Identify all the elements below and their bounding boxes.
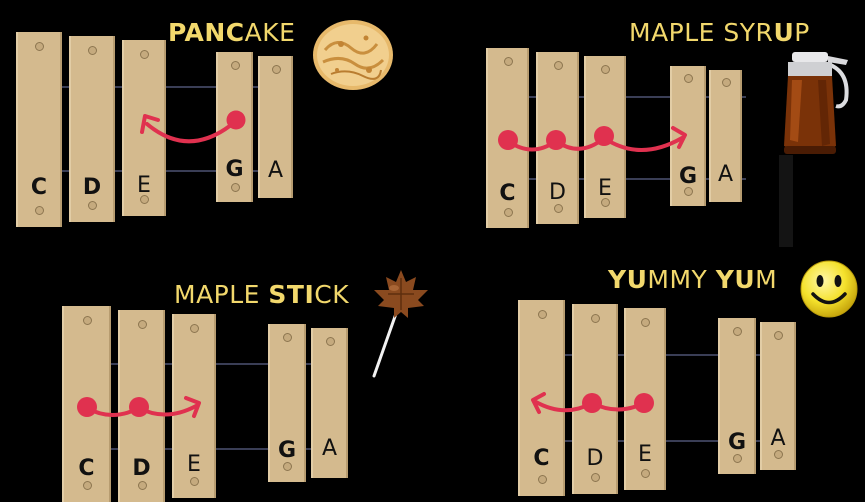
- note-label-d: D: [82, 175, 102, 200]
- melody-arrow-c-d-to-e: [77, 396, 201, 418]
- bar-a[interactable]: A: [311, 328, 348, 478]
- bar-g[interactable]: G: [718, 318, 756, 474]
- note-label-a: A: [321, 436, 338, 461]
- panel-pancake: C D E G A PANCAKE: [0, 0, 430, 250]
- note-label-a: A: [267, 158, 284, 183]
- note-label-c: C: [30, 175, 48, 200]
- note-dot: [129, 397, 149, 417]
- vertical-divider: [779, 155, 793, 247]
- note-label-g: G: [678, 164, 698, 189]
- panel-title-pancake: PANCAKE: [168, 18, 296, 47]
- bar-d[interactable]: D: [572, 304, 618, 494]
- syrup-dispenser-image: [784, 52, 849, 154]
- note-label-e: E: [638, 442, 652, 467]
- panel-title-maple-syrup: MAPLE SYRUP: [629, 18, 810, 47]
- bar-c[interactable]: C: [518, 300, 565, 496]
- bar-a[interactable]: A: [258, 56, 293, 198]
- note-dot: [582, 393, 602, 413]
- bar-g[interactable]: G: [670, 66, 706, 206]
- note-label-d: D: [549, 180, 566, 205]
- panel-title-maple-stick: MAPLE STICK: [174, 280, 350, 309]
- pancake-image: [313, 20, 393, 90]
- bar-d[interactable]: D: [69, 36, 115, 222]
- bar-g[interactable]: G: [268, 324, 306, 482]
- note-dot: [498, 130, 518, 150]
- smiley-face-image: [800, 260, 858, 318]
- bar-a[interactable]: A: [709, 70, 742, 202]
- note-dot: [634, 393, 654, 413]
- note-label-c: C: [78, 456, 95, 481]
- note-label-e: E: [137, 173, 151, 198]
- note-label-g: G: [277, 438, 297, 463]
- note-label-d: D: [586, 446, 604, 471]
- melody-arrow-c-d-e-to-g: [498, 126, 687, 152]
- note-label-g: G: [225, 157, 244, 182]
- note-dot: [226, 110, 246, 130]
- note-dot: [77, 397, 97, 417]
- panel-maple-syrup: C D E G A MAPLE SYRUP: [430, 0, 865, 250]
- note-label-e: E: [187, 452, 201, 477]
- bar-c[interactable]: C: [16, 32, 62, 227]
- note-dot: [546, 130, 566, 150]
- note-label-c: C: [533, 446, 550, 471]
- note-label-c: C: [499, 181, 516, 206]
- note-label-e: E: [598, 176, 612, 201]
- panel-yummy-yum: C D E G A YUMMY YUM: [440, 250, 865, 502]
- note-label-a: A: [770, 426, 786, 451]
- note-label-a: A: [717, 162, 734, 187]
- maple-lollipop-image: [372, 270, 428, 378]
- note-label-d: D: [132, 456, 151, 481]
- bar-a[interactable]: A: [760, 322, 796, 470]
- note-dot: [594, 126, 614, 146]
- note-label-g: G: [727, 430, 747, 455]
- panel-maple-stick: C D E G A MAPLE STICK: [0, 250, 440, 502]
- panel-title-yummy-yum: YUMMY YUM: [608, 265, 778, 294]
- melody-arrow-e-d-to-c: [531, 392, 654, 414]
- melody-arrow-g-to-e: [140, 110, 246, 144]
